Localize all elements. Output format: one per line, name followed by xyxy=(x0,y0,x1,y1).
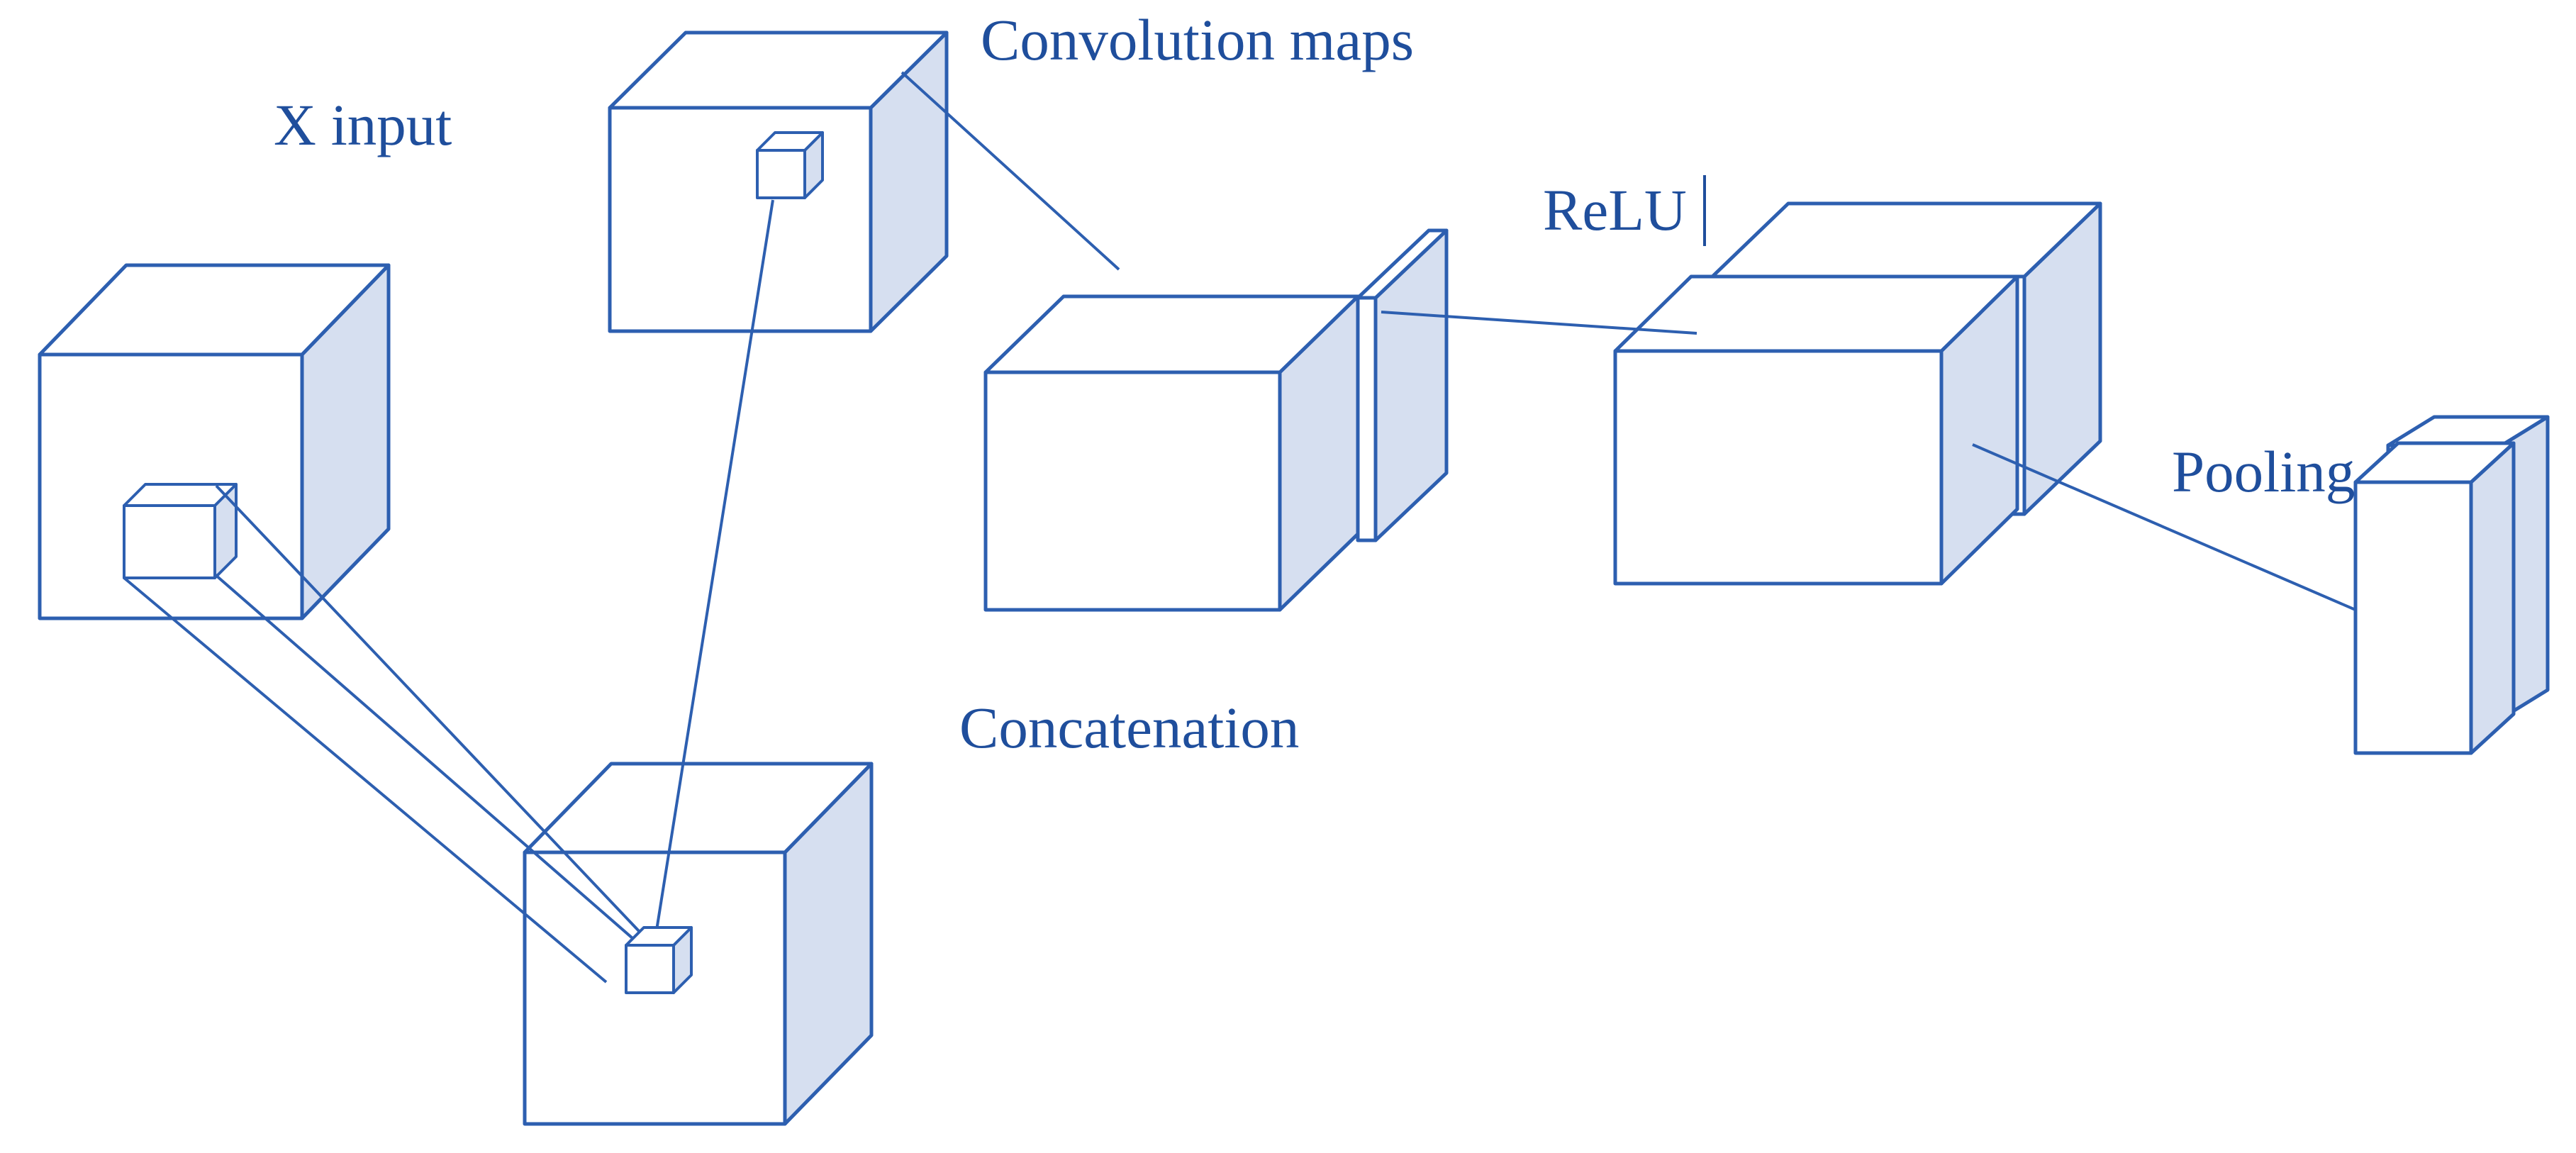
pooling-label: Pooling xyxy=(2172,439,2355,504)
pooling-front-slab xyxy=(2353,441,2516,755)
conv-map-kernel-cube xyxy=(756,131,824,199)
concat-front-cube xyxy=(983,294,1360,612)
relu-front-cube xyxy=(1613,274,2019,586)
text-cursor xyxy=(1703,175,1706,246)
lower-conv-cube xyxy=(523,762,874,1126)
conv-map-cube xyxy=(608,30,949,333)
conv-map-to-concat-line xyxy=(901,71,1120,271)
input-to-conv-line-top xyxy=(215,484,654,947)
relu-label: ReLU xyxy=(1543,177,1687,243)
relu-to-pooling-line xyxy=(1972,443,2356,611)
input-kernel-cube xyxy=(123,483,238,579)
lower-kernel-cube xyxy=(625,926,693,994)
lower-to-conv-map-line xyxy=(654,199,774,935)
x-input-label: X input xyxy=(274,92,452,157)
input-to-conv-line-mid xyxy=(213,573,640,945)
concat-back-slab xyxy=(1356,228,1449,542)
concat-to-relu-line xyxy=(1381,311,1697,335)
input-to-conv-line-low xyxy=(123,576,608,984)
convolution-maps-label: Convolution maps xyxy=(981,7,1414,72)
concatenation-label: Concatenation xyxy=(959,695,1300,760)
